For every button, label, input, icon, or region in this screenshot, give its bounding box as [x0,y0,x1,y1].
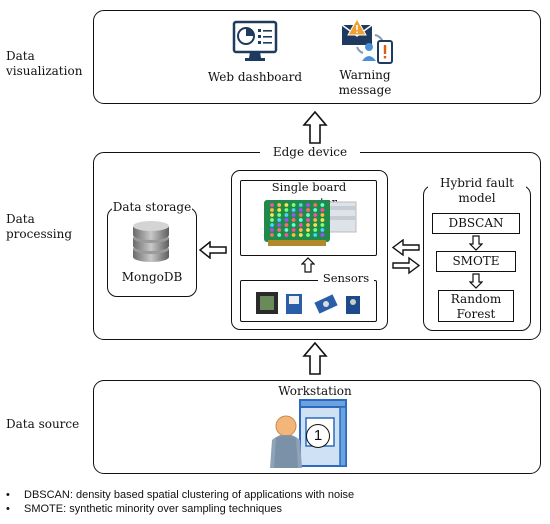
up-arrow-source-to-processing [302,341,328,375]
data-storage-label: Data storage [112,200,192,215]
layer-label-processing: Data processing [6,212,73,241]
random-forest-box: Random Forest [438,290,514,322]
warning-message-label: Warning message [338,68,392,97]
mongodb-label: MongoDB [121,270,183,284]
smote-box: SMOTE [436,251,516,272]
dbscan-box: DBSCAN [432,213,520,234]
web-dashboard-label: Web dashboard [207,70,303,84]
database-icon [131,219,171,263]
web-dashboard-icon [232,20,278,64]
double-arrow-sbc-hybrid [392,239,420,275]
workstation-label: Workstation [278,384,352,398]
sensors-icon [250,288,370,318]
down-arrow-dbscan-to-smote [469,235,483,251]
legend: •DBSCAN: density based spatial clusterin… [6,488,354,516]
up-arrow-sensors-to-sbc [301,257,315,273]
visualization-panel [93,10,541,104]
layer-label-source: Data source [6,417,80,431]
single-board-computer-icon [262,196,358,250]
legend-item: •DBSCAN: density based spatial clusterin… [6,489,355,501]
sensors-label: Sensors [318,271,374,286]
legend-item: •SMOTE: synthetic minority over sampling… [6,503,282,515]
left-arrow-sbc-to-storage [199,241,227,259]
edge-device-label: Edge device [260,145,360,160]
workstation-number-badge: 1 [306,424,330,448]
warning-message-icon [339,17,395,67]
hybrid-fault-model-label: Hybrid fault model [428,176,526,206]
layer-label-visualization: Data visualization [6,49,83,78]
down-arrow-smote-to-forest [469,273,483,289]
up-arrow-processing-to-visualization [302,110,328,144]
